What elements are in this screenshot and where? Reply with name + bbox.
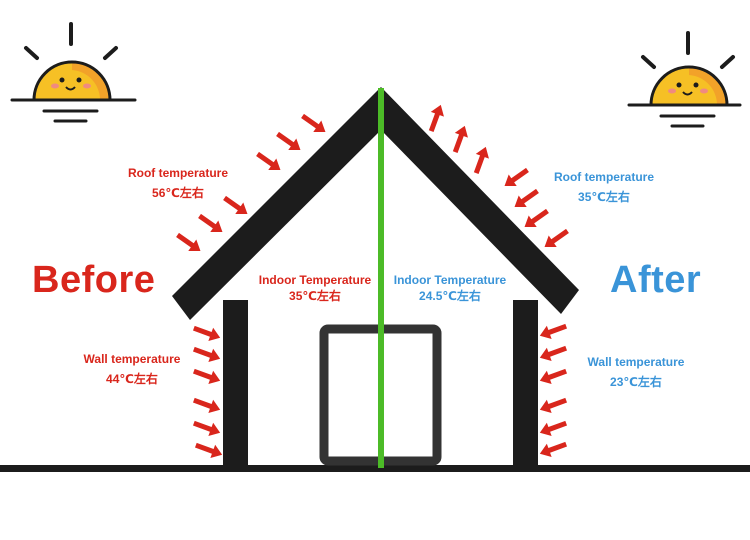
arrow-icon [539,323,568,339]
arrow-icon [194,442,223,458]
sun-icon [627,31,742,128]
arrow-icon [192,325,221,341]
divider-line [378,88,384,468]
roof-temp-before-group: Roof temperature 56℃左右 [118,166,238,201]
arrow-icon [192,420,221,436]
roof [172,87,579,320]
wall-left [223,300,248,468]
sun-icon [10,22,137,123]
arrow-icon [539,345,568,361]
arrow-icon [192,346,221,362]
indoor-temp-before-value: 35℃左右 [289,289,341,304]
arrow-icon [256,151,281,171]
wall-temp-before-group: Wall temperature 44℃左右 [76,352,188,387]
arrow-icon [539,368,568,384]
roof-temp-after-group: Roof temperature 35℃左右 [544,170,664,205]
arrow-icon [301,113,326,133]
arrow-icon [544,228,569,248]
arrow-icon [539,420,568,436]
after-label: After [610,259,702,301]
arrow-icon [524,208,549,228]
wall-right [513,300,538,468]
arrow-icon [539,397,568,413]
indoor-temp-before-label: Indoor Temperature [258,273,372,287]
heat-arrows [176,104,569,458]
wall-temp-before-label: Wall temperature [83,352,181,366]
wall-temp-before-value: 44℃左右 [106,372,158,387]
arrow-icon [473,146,489,175]
arrow-icon [176,232,201,252]
arrow-icon [276,131,301,151]
arrow-icon [428,104,444,133]
wall-temp-after-value: 23℃左右 [610,375,662,390]
roof-temp-after-label: Roof temperature [553,170,654,184]
arrow-icon [198,213,223,233]
indoor-temp-after-group: Indoor Temperature 24.5℃左右 [388,273,512,304]
arrow-icon [223,195,248,215]
arrow-icon [452,125,468,154]
arrow-icon [192,397,221,413]
ground-line [0,465,750,472]
arrow-icon [504,167,529,187]
roof-temp-before-value: 56℃左右 [152,186,204,201]
arrow-icon [192,368,221,384]
arrow-icon [539,441,568,457]
indoor-temp-before-group: Indoor Temperature 35℃左右 [253,273,377,304]
wall-temp-after-group: Wall temperature 23℃左右 [580,355,692,390]
wall-temp-after-label: Wall temperature [587,355,685,369]
arrow-icon [514,188,539,208]
roof-temp-before-label: Roof temperature [127,166,228,180]
indoor-temp-after-value: 24.5℃左右 [419,289,481,304]
before-label: Before [32,259,156,301]
indoor-temp-after-label: Indoor Temperature [393,273,507,287]
roof-temp-after-value: 35℃左右 [578,190,630,205]
